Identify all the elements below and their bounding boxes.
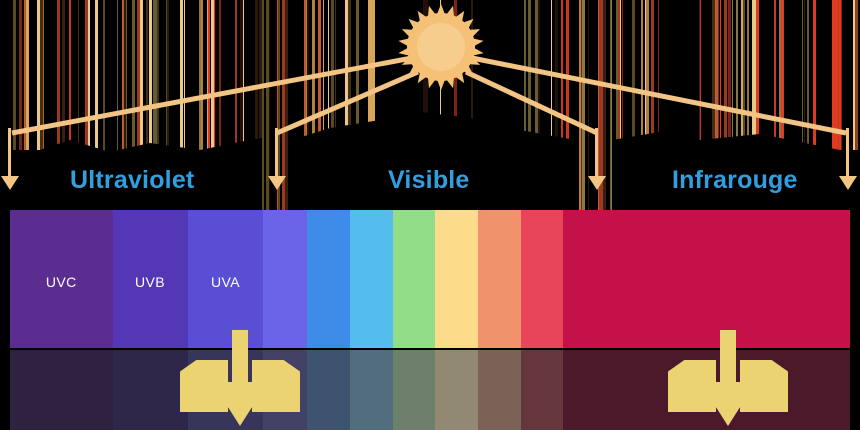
band-label-visible: Visible: [388, 166, 470, 195]
reflection-segment-rouge: [563, 350, 606, 430]
reflection-segment-bleu: [350, 350, 393, 430]
reflection-segment-indigo: [307, 350, 350, 430]
reflection-segment-orange: [521, 350, 564, 430]
spectrum-segment-bleu: [350, 210, 393, 348]
spectrum-segment-violet: [263, 210, 307, 348]
marker-left-edge: [1, 128, 19, 190]
spectrum-segment-label: UVC: [10, 274, 113, 290]
marker-visible-infrared: [588, 128, 606, 190]
sun-ray-tooth: [436, 77, 446, 90]
spectrum-segment-vert-jaune: [435, 210, 478, 348]
sun-icon: [398, 4, 484, 90]
spectrum-segment-jaune: [478, 210, 521, 348]
reflection-segment-vert-jaune: [435, 350, 478, 430]
sun-ray-tooth: [398, 46, 412, 58]
spectrum-segment-cyan-vert: [393, 210, 436, 348]
spectrum-segment-infrarouge: [606, 210, 850, 348]
spectrum-segment-uvc: UVC: [10, 210, 113, 348]
spectrum-segment-indigo: [307, 210, 350, 348]
spectrum-segment-label: UVB: [113, 274, 188, 290]
spectrum-segment-uvb: UVB: [113, 210, 188, 348]
reflection-segment-uvb: [113, 350, 188, 430]
arrow-infrared: [668, 330, 788, 426]
spectrum-segment-label: UVA: [188, 274, 264, 290]
spectrum-segment-uva: UVA: [188, 210, 264, 348]
band-label-infrarouge: Infrarouge: [672, 166, 798, 195]
reflection-segment-jaune: [478, 350, 521, 430]
spectrum-bar: UVCUVBUVA: [10, 210, 850, 348]
sun-core: [417, 23, 465, 71]
reflection-segment-cyan-vert: [393, 350, 436, 430]
reflection-segment-uvc: [10, 350, 113, 430]
spectrum-segment-orange: [521, 210, 564, 348]
arrow-uva: [180, 330, 300, 426]
marker-uv-visible: [268, 128, 286, 190]
marker-right-edge: [839, 128, 857, 190]
band-label-ultraviolet: Ultraviolet: [70, 166, 194, 195]
spectrum-segment-rouge: [563, 210, 606, 348]
